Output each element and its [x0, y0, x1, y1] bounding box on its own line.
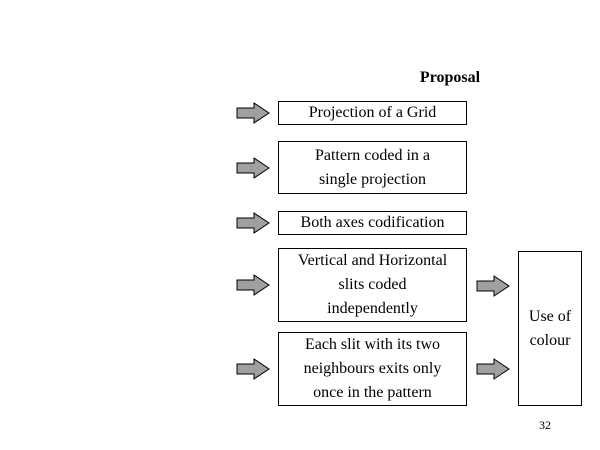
arrow-right-icon	[236, 274, 270, 296]
arrow-right-icon	[476, 358, 510, 380]
arrow-right-icon	[236, 212, 270, 234]
arrow-right-icon	[236, 102, 270, 124]
box-use-of-colour: Use of colour	[518, 251, 582, 406]
arrow-right-icon	[236, 157, 270, 179]
slide-title: Proposal	[419, 69, 481, 86]
arrow-right-icon	[236, 358, 270, 380]
box-pattern-coded: Pattern coded in a single projection	[278, 141, 467, 194]
box-vertical-horizontal-slits: Vertical and Horizontal slits coded inde…	[278, 248, 467, 322]
arrow-right-icon	[476, 275, 510, 297]
box-each-slit-neighbours: Each slit with its two neighbours exits …	[278, 332, 467, 406]
page-number: 32	[539, 418, 551, 432]
box-both-axes-codification: Both axes codification	[278, 211, 467, 235]
box-projection-of-a-grid: Projection of a Grid	[278, 101, 467, 125]
